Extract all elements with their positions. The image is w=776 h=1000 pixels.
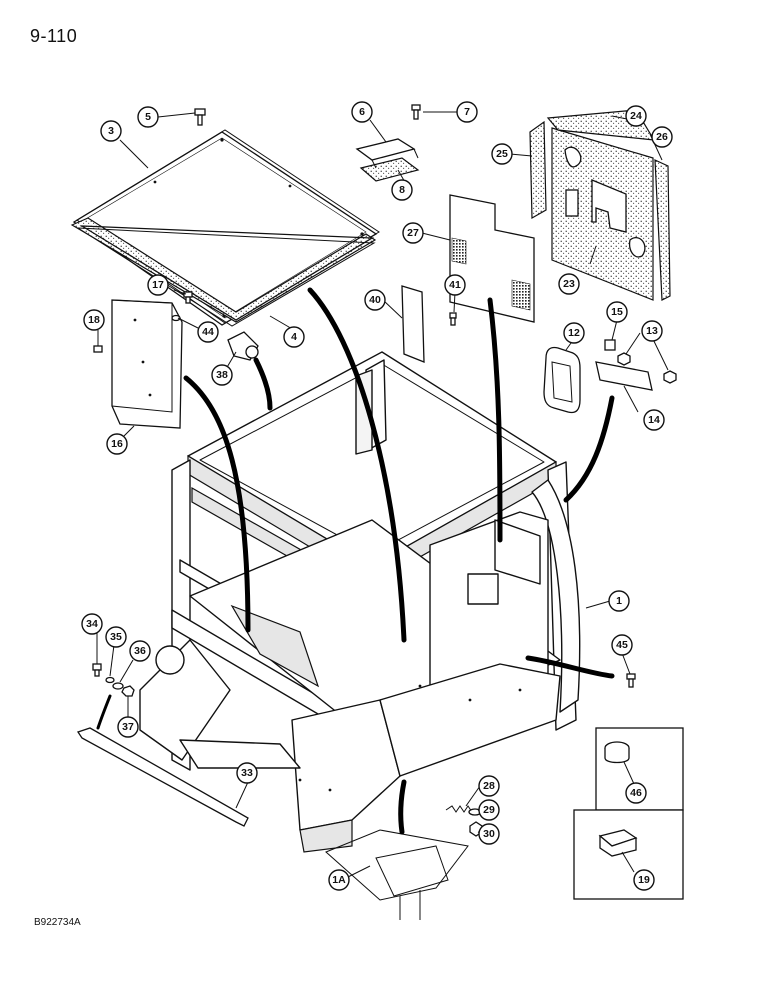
callout-label-8: 8	[399, 184, 405, 196]
callout-28: 28	[478, 775, 500, 797]
callout-6: 6	[351, 101, 373, 123]
callout-label-46: 46	[630, 787, 642, 799]
callout-label-13: 13	[646, 325, 658, 337]
callout-17: 17	[147, 274, 169, 296]
top-bracket	[355, 138, 420, 182]
callout-1a: 1A	[328, 869, 350, 891]
callout-25: 25	[491, 143, 513, 165]
callout-label-44: 44	[202, 326, 214, 338]
callout-38: 38	[211, 364, 233, 386]
callout-label-37: 37	[122, 721, 134, 733]
explode-bands	[96, 287, 615, 835]
callout-36: 36	[129, 640, 151, 662]
page-number: 9-110	[30, 26, 78, 46]
callout-40: 40	[364, 289, 386, 311]
callout-label-17: 17	[152, 279, 164, 291]
callout-label-24: 24	[630, 110, 642, 122]
callout-30: 30	[478, 823, 500, 845]
callout-18: 18	[83, 309, 105, 331]
callout-label-35: 35	[110, 631, 122, 643]
callout-27: 27	[402, 222, 424, 244]
callout-8: 8	[391, 179, 413, 201]
callout-label-5: 5	[145, 111, 151, 123]
lamp-38	[227, 331, 259, 361]
callout-label-1: 1	[616, 595, 622, 607]
callout-24: 24	[625, 105, 647, 127]
callout-26: 26	[651, 126, 673, 148]
callout-15: 15	[606, 301, 628, 323]
callout-label-12: 12	[568, 327, 580, 339]
callout-44: 44	[197, 321, 219, 343]
callout-12: 12	[563, 322, 585, 344]
roof-seal	[70, 217, 377, 327]
callout-29: 29	[478, 799, 500, 821]
callout-13: 13	[641, 320, 663, 342]
callout-label-25: 25	[496, 148, 508, 160]
callout-46: 46	[625, 782, 647, 804]
callout-label-7: 7	[464, 106, 470, 118]
callout-7: 7	[456, 101, 478, 123]
callout-label-38: 38	[216, 369, 228, 381]
window-seal-12	[543, 346, 581, 414]
callout-label-1a: 1A	[332, 874, 346, 886]
bracket-14	[595, 361, 653, 391]
rear-panel	[449, 194, 535, 323]
callout-3: 3	[100, 120, 122, 142]
callout-label-4: 4	[291, 331, 297, 343]
callout-4: 4	[283, 326, 305, 348]
callout-label-30: 30	[483, 828, 495, 840]
strap-40	[401, 285, 425, 363]
callout-33: 33	[236, 762, 258, 784]
hardware	[92, 104, 677, 837]
callout-label-40: 40	[369, 294, 381, 306]
callout-label-29: 29	[483, 804, 495, 816]
callout-1: 1	[608, 590, 630, 612]
platform-1a	[325, 829, 469, 920]
callout-19: 19	[633, 869, 655, 891]
callout-label-34: 34	[86, 618, 98, 630]
inset-boxes	[573, 727, 684, 900]
callout-41: 41	[444, 274, 466, 296]
panel-16	[111, 299, 183, 429]
callout-label-14: 14	[648, 414, 660, 426]
callout-label-3: 3	[108, 125, 114, 137]
callout-35: 35	[105, 626, 127, 648]
callout-14: 14	[643, 409, 665, 431]
callout-5: 5	[137, 106, 159, 128]
callout-label-18: 18	[88, 314, 100, 326]
callout-label-23: 23	[563, 278, 575, 290]
insulation-panel	[529, 109, 671, 301]
callout-label-15: 15	[611, 306, 623, 318]
callout-label-41: 41	[449, 279, 461, 291]
cab-frame	[139, 351, 581, 853]
callout-label-16: 16	[111, 438, 123, 450]
callout-label-36: 36	[134, 645, 146, 657]
leader-lines	[96, 111, 669, 878]
callout-label-19: 19	[638, 874, 650, 886]
callout-37: 37	[117, 716, 139, 738]
callout-label-45: 45	[616, 639, 628, 651]
reference-code: B922734A	[34, 917, 81, 928]
callout-45: 45	[611, 634, 633, 656]
callout-23: 23	[558, 273, 580, 295]
callout-label-26: 26	[656, 131, 668, 143]
callout-label-27: 27	[407, 227, 419, 239]
callout-34: 34	[81, 613, 103, 635]
callout-label-6: 6	[359, 106, 365, 118]
callout-label-33: 33	[241, 767, 253, 779]
callout-16: 16	[106, 433, 128, 455]
strap-33	[76, 727, 249, 827]
callout-label-28: 28	[483, 780, 495, 792]
